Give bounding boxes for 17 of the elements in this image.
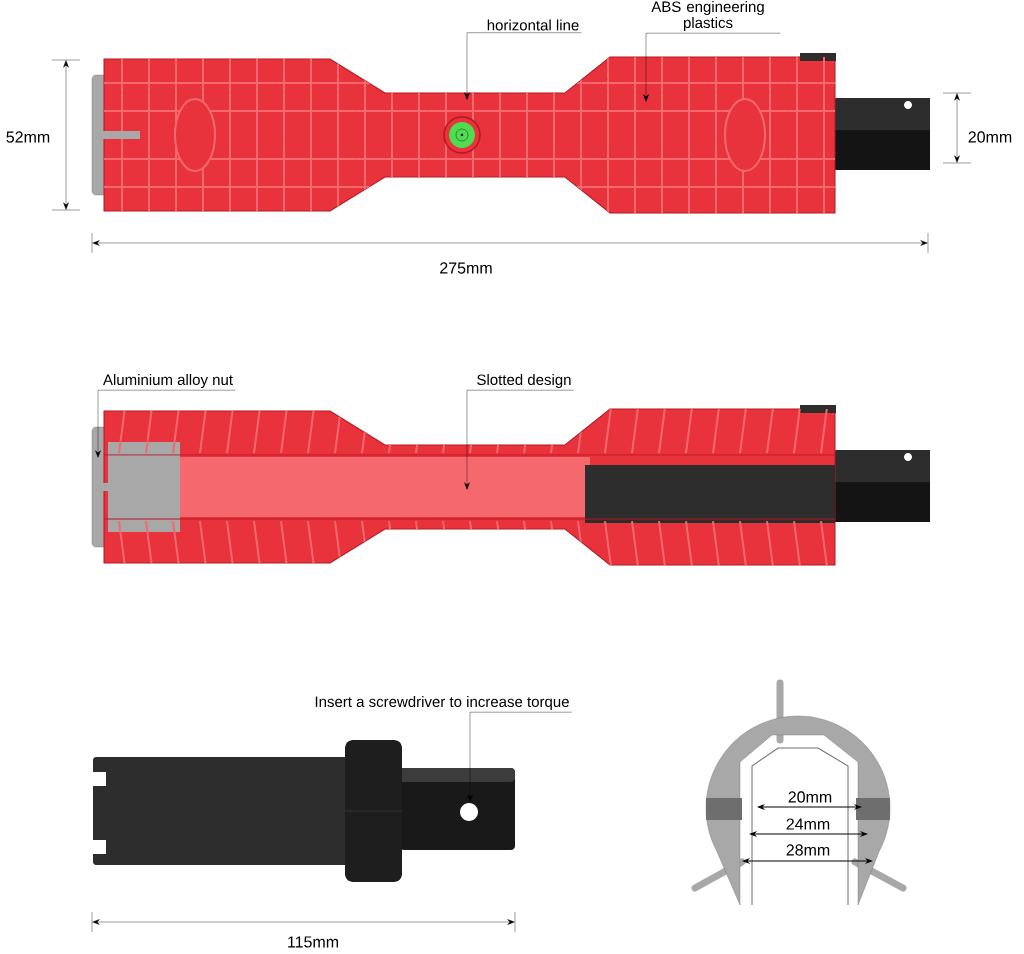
dimension-label: 24mm bbox=[786, 818, 830, 830]
leader-line bbox=[464, 390, 574, 490]
leader-line bbox=[467, 712, 572, 802]
leader-line bbox=[95, 390, 236, 458]
leader-line bbox=[643, 33, 781, 102]
dimension-label: 28mm bbox=[786, 844, 830, 856]
callout-text: horizontal line bbox=[487, 19, 579, 31]
dimension-label: 115mm bbox=[288, 936, 338, 948]
leader-line bbox=[464, 32, 582, 100]
callout-text: Aluminium alloy nut bbox=[103, 374, 233, 388]
dimension-label: 275mm bbox=[440, 262, 492, 274]
dimension-label: 20mm bbox=[968, 131, 1012, 143]
dimension-label: 52mm bbox=[6, 131, 50, 143]
callout-text: Insert a screwdriver to increase torque bbox=[315, 696, 569, 710]
dimension-label: 20mm bbox=[788, 791, 832, 803]
callout-text: Slotted design bbox=[477, 374, 571, 388]
callout-text: ABS engineering plastics bbox=[651, 1, 764, 31]
